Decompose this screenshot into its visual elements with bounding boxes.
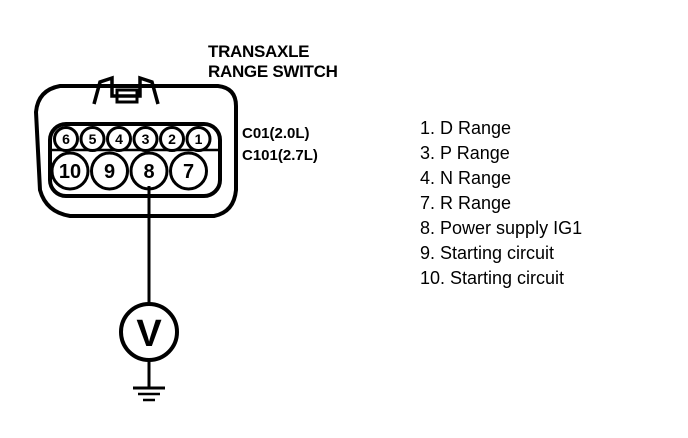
- legend-item: 9. Starting circuit: [420, 243, 555, 263]
- top-pin-1: [185, 126, 212, 152]
- top-pin-3: [132, 126, 159, 152]
- top-pin-2: [159, 126, 185, 152]
- connector-code-2-7l: C101(2.7L): [242, 147, 318, 164]
- legend-item: 4. N Range: [420, 168, 512, 188]
- legend-item: 7. R Range: [420, 193, 512, 213]
- voltmeter-symbol: V: [136, 313, 162, 355]
- legend-item: 10. Starting circuit: [420, 268, 565, 288]
- pin-row-bottom: 10 9 8 7: [50, 151, 208, 191]
- legend-item: 1. D Range: [420, 118, 512, 138]
- bottom-pin-label: 9: [104, 161, 115, 183]
- diagram-title-line2: RANGE SWITCH: [208, 62, 338, 81]
- ground-icon: [133, 386, 165, 402]
- pin-row-top: 6 5 4 3 2 1: [53, 126, 212, 152]
- pin-legend: 1. D Range 3. P Range 4. N Range 7. R Ra…: [420, 116, 582, 291]
- top-pin-label: 1: [195, 131, 203, 147]
- top-pin-label: 4: [115, 131, 123, 147]
- bottom-pin-label: 7: [183, 161, 194, 183]
- bottom-pin-label: 10: [59, 161, 81, 183]
- connector-latch-window: [115, 88, 139, 104]
- top-pin-6: [53, 126, 79, 152]
- top-pin-label: 3: [142, 131, 150, 147]
- connector-code-2-0l: C01(2.0L): [242, 125, 310, 142]
- bottom-pin-10: [50, 151, 90, 191]
- legend-item: 8. Power supply IG1: [420, 218, 583, 238]
- bottom-pin-9: [90, 151, 129, 191]
- top-pin-5: [79, 126, 106, 152]
- top-pin-label: 6: [62, 131, 70, 147]
- connector-latch: [92, 75, 160, 105]
- top-pin-label: 2: [168, 131, 176, 147]
- top-pin-4: [106, 126, 132, 152]
- top-pin-label: 5: [89, 131, 97, 147]
- legend-item: 3. P Range: [420, 143, 510, 163]
- bottom-pin-label: 8: [143, 161, 154, 183]
- bottom-pin-7: [169, 151, 208, 191]
- diagram-title-line1: TRANSAXLE: [208, 42, 310, 61]
